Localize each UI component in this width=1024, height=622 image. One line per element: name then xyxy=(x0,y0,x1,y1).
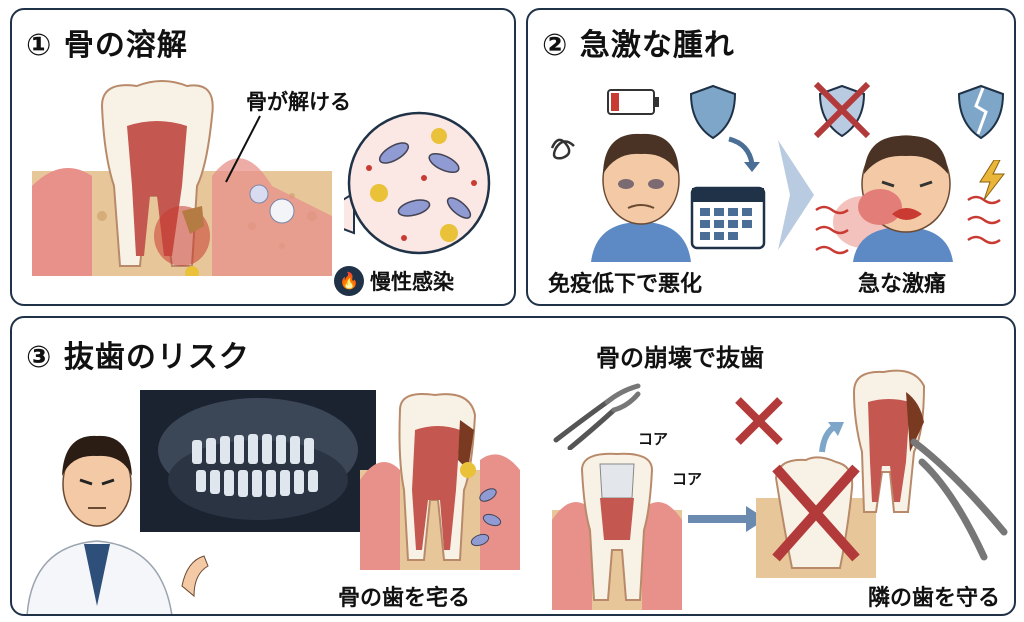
caption-sudden-pain: 急な激痛 xyxy=(858,272,947,297)
low-battery-icon xyxy=(607,89,659,115)
stress-scribble-icon xyxy=(550,138,575,160)
panel1-title: ① 骨の溶解 xyxy=(26,28,188,63)
broken-tooth-crossed-illustration xyxy=(756,456,876,578)
panoramic-xray-image xyxy=(140,390,376,532)
up-arrow-icon xyxy=(819,422,844,453)
core-label-2: コア xyxy=(672,470,703,488)
chronic-infection-label: 慢性感染 xyxy=(370,270,454,294)
tooth-bone-loss-illustration xyxy=(32,80,332,276)
fire-icon: 🔥 xyxy=(334,266,364,296)
infected-tooth-illustration xyxy=(360,393,520,570)
callout-line xyxy=(225,115,261,183)
extracted-tooth-with-forceps-illustration xyxy=(852,369,1008,561)
calendar-icon xyxy=(690,186,766,250)
shield-icon xyxy=(689,84,737,140)
swollen-face-illustration xyxy=(833,135,953,262)
extraction-pliers-icon xyxy=(553,383,641,450)
arrow-down-icon xyxy=(728,136,760,172)
caption-protect-bone: 骨の歯を宅る xyxy=(338,586,471,611)
pain-lines-icon xyxy=(967,195,1001,245)
panel-sudden-swelling: ② 急激な腫れ xyxy=(526,8,1016,306)
bone-dissolving-callout: 骨が解ける xyxy=(246,90,351,114)
pain-lines-left-icon xyxy=(815,205,849,255)
panel-extraction-risk: ③ 抜歯のリスク 骨の崩壊で抜歯 骨の歯を宅る xyxy=(10,316,1016,616)
caption-protect-neighbor: 隣の歯を守る xyxy=(868,586,1001,611)
broken-shield-crossed-icon xyxy=(813,81,871,139)
panel-bone-dissolution: ① 骨の溶解 骨が解ける xyxy=(10,8,516,306)
red-x-mark-top xyxy=(735,397,783,445)
panel2-title: ② 急激な腫れ xyxy=(542,28,735,63)
bacteria-magnified-circle xyxy=(344,111,491,255)
core-label-1: コア xyxy=(638,430,669,448)
sick-person-illustration xyxy=(591,133,691,262)
panel3-title: ③ 抜歯のリスク xyxy=(26,340,250,375)
broken-shield-icon xyxy=(957,84,1005,140)
core-tooth-illustration xyxy=(552,452,682,610)
transition-chevron xyxy=(778,140,814,250)
dentist-illustration xyxy=(26,435,209,614)
panel3-subtitle: 骨の崩壊で抜歯 xyxy=(596,344,764,372)
lightning-icon xyxy=(979,160,1006,200)
caption-immunity-drop: 免疫低下で悪化 xyxy=(548,272,703,297)
